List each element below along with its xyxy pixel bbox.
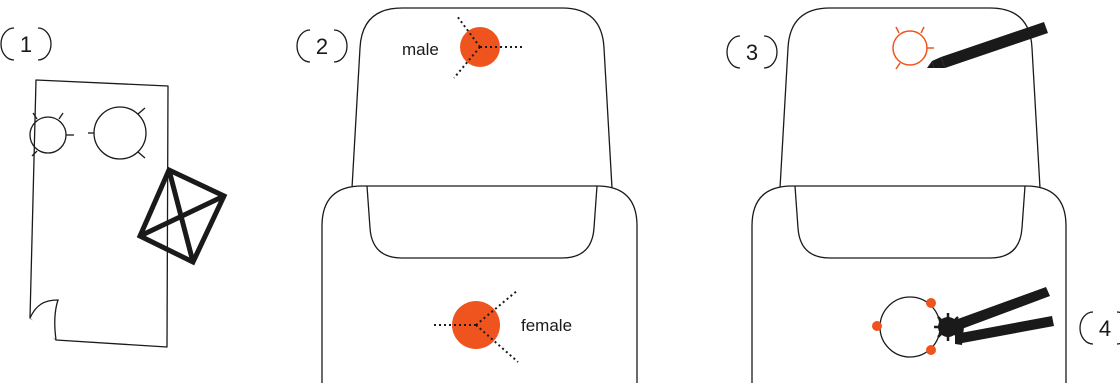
- paper-sheet: [29, 79, 169, 348]
- traced-outline-orange: [892, 26, 934, 70]
- male-dot-marker: [453, 15, 524, 79]
- step-4-panel: 4: [872, 287, 1120, 358]
- back-card-outline: [351, 7, 613, 189]
- step-2-number: 2: [316, 34, 328, 59]
- female-label: female: [521, 316, 572, 335]
- large-stencil-outline: [88, 106, 147, 160]
- step-3-number: 3: [746, 40, 758, 65]
- step-2-marker: 2: [296, 29, 348, 63]
- male-label: male: [402, 40, 439, 59]
- step-1-panel: 1: [0, 27, 228, 348]
- female-dot-marker: [432, 289, 519, 363]
- front-card-outline: [321, 185, 638, 383]
- crossed-box-icon: [136, 166, 228, 266]
- step-1-number: 1: [20, 32, 32, 57]
- step-4-marker: 4: [1079, 311, 1120, 345]
- step-4-number: 4: [1099, 316, 1111, 341]
- back-card-inner-edge-3: [794, 185, 1026, 259]
- hole-punch-icon: [934, 287, 1054, 345]
- cut-disc: [872, 296, 941, 358]
- step-3-marker: 3: [726, 35, 778, 69]
- marker-pen-icon: [927, 22, 1048, 68]
- small-stencil-outline: [29, 112, 74, 157]
- step-2-panel: 2 male female: [296, 7, 638, 383]
- step-1-marker: 1: [0, 27, 52, 61]
- back-card-inner-edge: [366, 185, 598, 259]
- back-card-outline-3: [779, 7, 1041, 189]
